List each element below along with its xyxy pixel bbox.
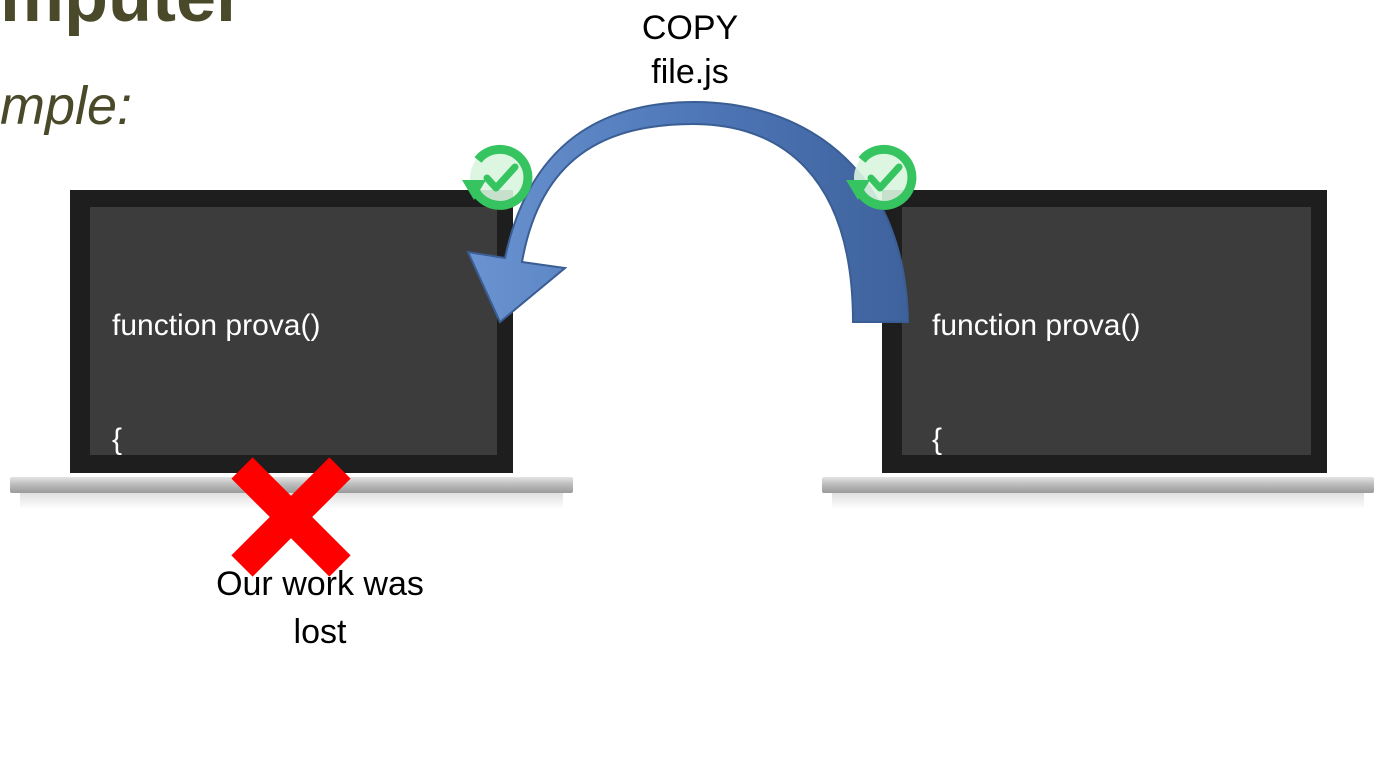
slide-subtitle: mple: — [0, 76, 133, 136]
lost-caption-line1: Our work was — [216, 565, 424, 603]
copy-label-line1: COPY — [641, 9, 739, 47]
right-code-block: function prova() { alert("HEY"); } — [932, 231, 1140, 763]
right-laptop-screen: function prova() { alert("HEY"); } — [882, 190, 1327, 684]
sync-check-icon — [462, 144, 533, 210]
right-laptop-shadow — [832, 493, 1364, 509]
copy-label-line2: file.js — [651, 53, 729, 91]
code-line: alert("HEY"); — [932, 537, 1127, 570]
left-laptop-screen: function prova() { alert("HEY"); } — [70, 190, 513, 684]
code-line: function prova() — [932, 309, 1141, 342]
code-line: { — [112, 423, 123, 456]
code-line: { — [932, 423, 943, 456]
code-line: function prova() — [112, 309, 321, 342]
left-screen-bezel: function prova() { alert("HEY"); } — [70, 190, 513, 684]
sync-check-icon — [846, 144, 917, 210]
right-screen-bezel: function prova() { alert("HEY"); } — [882, 190, 1327, 684]
red-x-icon — [231, 457, 351, 577]
right-laptop-base — [822, 477, 1374, 493]
lost-caption: Our work was lost — [170, 560, 470, 656]
right-screen-display: function prova() { alert("HEY"); } — [902, 207, 1311, 684]
left-screen-display: function prova() { alert("HEY"); } — [90, 207, 497, 684]
left-laptop-base — [10, 477, 573, 493]
code-line: } — [932, 651, 943, 684]
slide-title: mputer — [0, 0, 244, 38]
copy-label: COPY file.js — [560, 6, 820, 94]
code-line: } — [112, 651, 123, 684]
diagram-graphics — [231, 100, 917, 577]
lost-caption-line2: lost — [293, 613, 347, 651]
copy-arrow — [466, 100, 910, 324]
